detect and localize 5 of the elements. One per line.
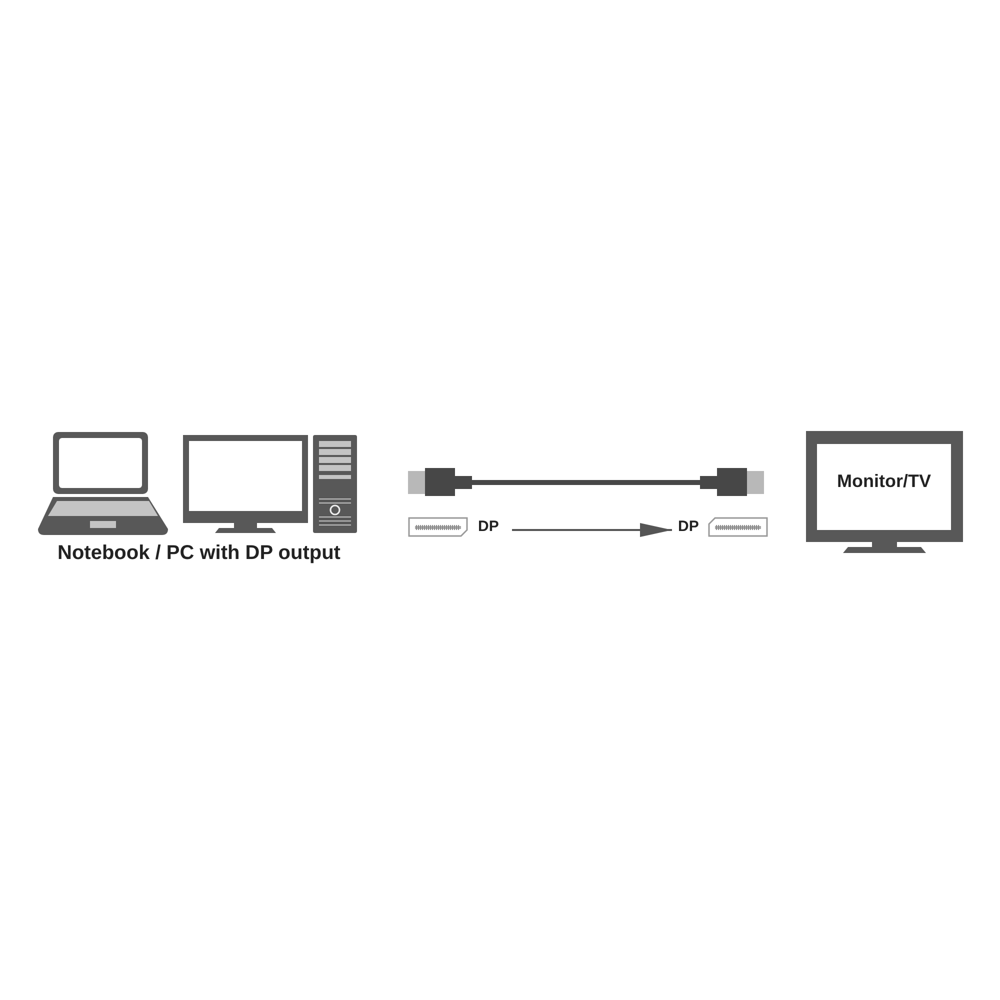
port-label: DP [478, 518, 499, 536]
device-caption: Notebook / PC with DP output [56, 542, 342, 565]
screen-label: Monitor/TV [836, 471, 932, 492]
arrow [512, 523, 672, 537]
port-label: DP [678, 518, 699, 536]
